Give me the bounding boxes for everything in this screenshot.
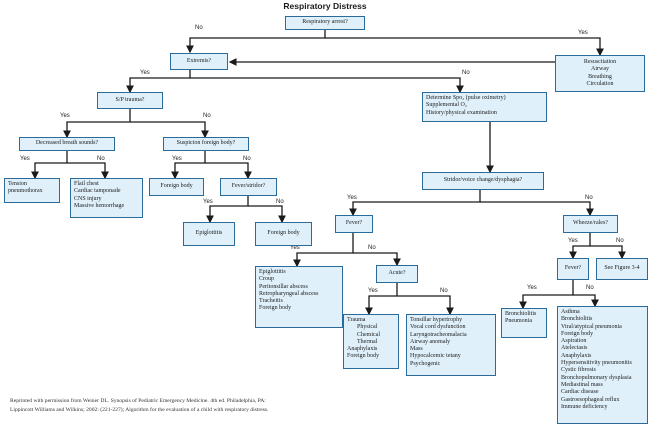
- edge-label-yes: Yes: [172, 156, 182, 162]
- node-foreign-body: Foreign body: [149, 178, 204, 196]
- node-sp-trauma: S/P trauma?: [97, 92, 163, 109]
- edge-label-no: No: [462, 70, 470, 76]
- edge-label-no: No: [203, 113, 211, 119]
- edge-label-yes: Yes: [140, 70, 150, 76]
- edge-label-no: No: [585, 195, 593, 201]
- edge-label-yes: Yes: [527, 285, 537, 291]
- node-trauma-list: Trauma Physical Chemical Thermal Anaphyl…: [343, 314, 399, 369]
- edge-label-no: No: [440, 288, 448, 294]
- edge-label-yes: Yes: [203, 199, 213, 205]
- node-suspicion-foreign-body: Suspicion foreign body?: [163, 137, 249, 151]
- node-epiglottitis-list: Epiglottitis Croup Peritonsillar abscess…: [255, 266, 343, 328]
- node-decreased-breath-sounds: Decreased breath sounds?: [19, 137, 115, 151]
- edge-label-no: No: [97, 156, 105, 162]
- node-flail-chest-list: Flail chest Cardiac tamponade CNS injury…: [70, 178, 143, 218]
- edge-label-no: No: [276, 199, 284, 205]
- node-resuscitation: Resuscitation Airway Breathing Circulati…: [555, 55, 645, 92]
- node-bronchiolitis-list: Bronchiolitis Pneumonia: [501, 308, 547, 338]
- node-tension-pneumothorax: Tension pneumothorax: [4, 178, 60, 203]
- edge-label-yes: Yes: [60, 113, 70, 119]
- edge-label-yes: Yes: [347, 195, 357, 201]
- node-respiratory-arrest: Respiratory arrest?: [285, 16, 365, 30]
- edge-label-yes: Yes: [578, 30, 588, 36]
- node-fever-right: Fever?: [557, 258, 589, 280]
- figure-caption: Reprinted with permission from Weiner DL…: [10, 398, 269, 413]
- node-stridor-voice-change: Stridor/voice change/dysphagia?: [422, 172, 544, 190]
- edge-label-no: No: [368, 245, 376, 251]
- edge-label-yes: Yes: [368, 288, 378, 294]
- node-epiglottitis: Epiglottitis: [183, 222, 235, 246]
- edge-label-yes: Yes: [568, 238, 578, 244]
- edge-label-no: No: [195, 25, 203, 31]
- node-foreign-body-2: Foreign body: [255, 222, 312, 246]
- node-extremis: Extremis?: [170, 53, 228, 70]
- node-see-figure: See Figure 3-4: [596, 258, 648, 280]
- node-fever: Fever?: [335, 215, 373, 233]
- edge-label-no: No: [616, 238, 624, 244]
- node-tonsillar-list: Tonsillar hypertrophy Vocal cord dysfunc…: [406, 314, 496, 376]
- node-wheeze-rales: Wheeze/rales?: [563, 215, 618, 233]
- diagram-title: Respiratory Distress: [283, 1, 367, 11]
- edge-label-yes: Yes: [20, 156, 30, 162]
- node-fever-stridor: Fever/stridor?: [220, 178, 277, 196]
- node-acute: Acute?: [376, 265, 418, 283]
- edge-label-no: No: [586, 285, 594, 291]
- node-determine-spo2: Determine Spo₂ (pulse oximetry) Suppleme…: [422, 92, 547, 122]
- edge-label-yes: Yes: [290, 245, 300, 251]
- node-asthma-list: Asthma Bronchiolitis Viral/atypical pneu…: [557, 306, 648, 424]
- edge-label-no: No: [243, 156, 251, 162]
